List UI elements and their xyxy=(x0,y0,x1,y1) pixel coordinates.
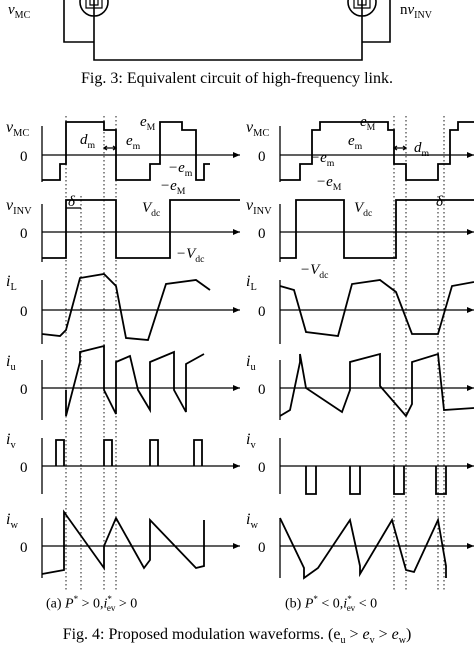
panel-b-row-0-label: vMC xyxy=(246,119,269,139)
panel-a-eM-label: eM xyxy=(140,114,156,133)
panel-a-neg-eM-label: −eM xyxy=(160,178,186,197)
panel-a-row-2-label: iL xyxy=(6,273,17,293)
panel-b-dm-arrow xyxy=(392,145,408,151)
panel-a-waveform-iv xyxy=(55,439,203,466)
panel-b-vdc-label: Vdc xyxy=(354,200,373,219)
panel-b-row-3-arrow xyxy=(467,385,474,391)
panel-a-row-1-label: vINV xyxy=(6,197,32,217)
panel-b-row-3-zero-tick: 0 xyxy=(258,382,266,398)
panel-a-waveform-iu xyxy=(65,344,205,417)
panel-a-delta-label: δ xyxy=(68,194,76,210)
panel-b-row-0-zero-tick: 0 xyxy=(258,149,266,165)
fig4-caption: Fig. 4: Proposed modulation waveforms. (… xyxy=(62,626,412,647)
panel-a-row-4-zero-tick: 0 xyxy=(20,460,28,476)
circuit-wire-right xyxy=(362,0,391,43)
panel-a-row-0-zero-tick: 0 xyxy=(20,149,28,165)
panel-b-waveform-vMC xyxy=(280,121,474,181)
circuit-wire-bottom xyxy=(93,0,363,61)
panel-a-waveform-vMC xyxy=(42,121,210,181)
panel-a-row-2-arrow xyxy=(233,307,240,313)
panel-b-row-4-zero-tick: 0 xyxy=(258,460,266,476)
panel-b-dm-label: dm xyxy=(414,140,430,159)
panel-b-waveform-iw xyxy=(279,517,447,580)
panel-b-waveform-vINV xyxy=(280,199,474,259)
panel-b-row-2-arrow xyxy=(467,307,474,313)
panel-b-eM-label: eM xyxy=(360,114,376,133)
panel-a-em-label: em xyxy=(126,133,141,152)
panel-a-row-5-label: iw xyxy=(6,511,18,531)
panel-b-row-2-label: iL xyxy=(246,273,257,293)
panel-a-row-5-arrow xyxy=(233,543,240,549)
panel-a-neg-vdc-label: −Vdc xyxy=(176,246,205,265)
panel-b-row-1-arrow xyxy=(467,229,474,235)
panel-b-neg-em-label: −em xyxy=(310,150,335,169)
panel-a-waveform-vINV xyxy=(42,199,240,259)
left-source-symbol xyxy=(79,0,109,17)
panel-b-row-5-zero-tick: 0 xyxy=(258,540,266,556)
panel-b-row-2-zero-tick: 0 xyxy=(258,304,266,320)
panel-a-neg-em-label: −em xyxy=(168,160,193,179)
panel-b-waveform-iu xyxy=(279,352,474,418)
panel-b-caption: (b) P* < 0,i*ev < 0 xyxy=(285,594,378,614)
panel-a-dm-label: dm xyxy=(80,132,96,151)
panel-b-row-1-label: vINV xyxy=(246,197,272,217)
circuit-left-label: vMC xyxy=(8,2,31,21)
panel-b-waveform-iv xyxy=(305,466,447,495)
circuit-right-label: nvINV xyxy=(400,2,432,21)
panel-a-row-4-arrow xyxy=(233,463,240,469)
panel-a-row-0-arrow xyxy=(233,152,240,158)
panel-a-row-1-zero-tick: 0 xyxy=(20,226,28,242)
panel-b-row-0-arrow xyxy=(467,152,474,158)
panel-a-caption: (a) P* > 0,i*ev > 0 xyxy=(46,594,138,614)
panel-b-row-4-label: iv xyxy=(246,431,256,451)
panel-b-row-5-arrow xyxy=(467,543,474,549)
panel-a-row-3-zero-tick: 0 xyxy=(20,382,28,398)
panel-b-row-3-label: iu xyxy=(246,353,256,373)
panel-a-row-5-zero-tick: 0 xyxy=(20,540,28,556)
panel-b-neg-vdc-label: −Vdc xyxy=(300,262,329,281)
panel-b-waveform-iL xyxy=(279,279,474,337)
right-source-symbol xyxy=(347,0,377,17)
panel-a-row-0-label: vMC xyxy=(6,119,29,139)
panel-b-neg-eM-label: −eM xyxy=(316,174,342,193)
fig3-caption: Fig. 3: Equivalent circuit of high-frequ… xyxy=(81,70,393,87)
panel-a-waveform-iw xyxy=(41,509,205,575)
panel-a-waveform-iL xyxy=(41,273,211,341)
panel-b-em-label: em xyxy=(348,133,363,152)
circuit-wire-left xyxy=(63,0,94,43)
panel-a-vdc-label: Vdc xyxy=(142,200,161,219)
right-source-inner xyxy=(353,0,371,9)
panel-b-row-5-label: iw xyxy=(246,511,258,531)
panel-a-row-3-arrow xyxy=(233,385,240,391)
panel-a-row-1-arrow xyxy=(233,229,240,235)
panel-a-row-2-zero-tick: 0 xyxy=(20,304,28,320)
panel-b-row-4-arrow xyxy=(467,463,474,469)
left-source-inner xyxy=(85,0,103,9)
panel-a-dm-arrow xyxy=(102,145,118,151)
panel-b-delta-label: δ xyxy=(436,194,444,210)
panel-a-row-4-label: iv xyxy=(6,431,16,451)
panel-b-row-1-zero-tick: 0 xyxy=(258,226,266,242)
panel-a-row-3-label: iu xyxy=(6,353,16,373)
